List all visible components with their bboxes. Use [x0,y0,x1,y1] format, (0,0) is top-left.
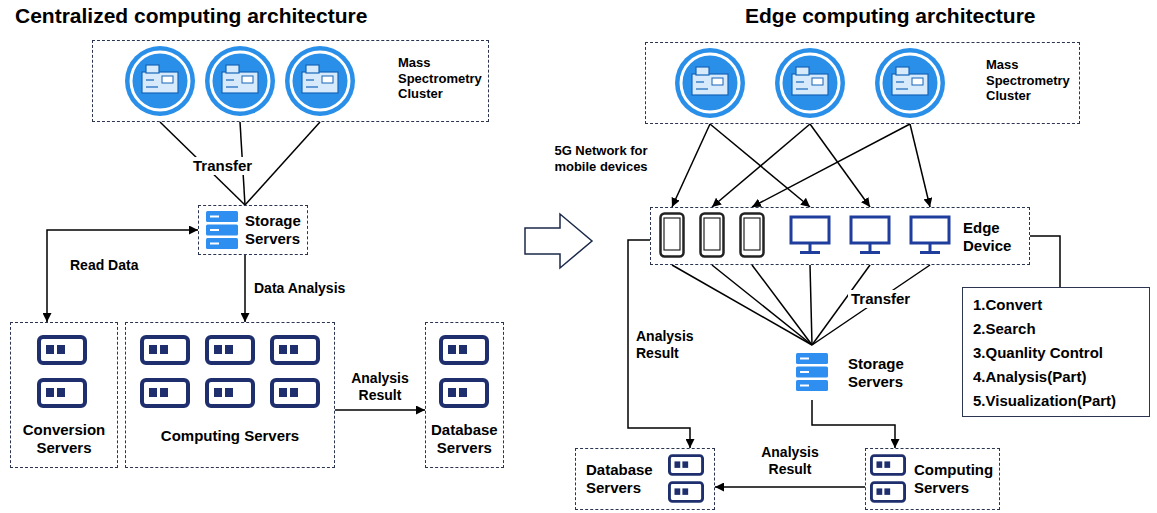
edge-label: Data Analysis [254,280,345,297]
connector-line [812,265,930,345]
storage-box: Storage Servers [198,205,308,255]
connector [672,265,930,345]
node-label: 2.Search [973,320,1036,338]
server-icon [142,337,188,363]
server-group: Database Servers [575,448,715,510]
connector-line [810,124,870,207]
connector [672,124,930,207]
node-label: Storage Servers [848,355,904,391]
node-label: Computing Servers [161,427,299,445]
edge-label: Transfer [848,290,913,308]
mass-spectrometer-icon [205,46,275,116]
server-icon [669,483,702,502]
cluster-box: Mass Spectrometry Cluster [92,40,489,122]
phone-icon [741,214,764,257]
server-icon [207,337,253,363]
connector-line [1030,236,1060,287]
callout-box: 1.Convert 2.Search 3.Quanlity Control 4.Ana… [962,287,1150,417]
cluster-box: Mass Spectrometry Cluster [645,42,1080,124]
server-icon [871,483,904,502]
node-label: 4.Analysis(Part) [973,368,1086,386]
server-icon [441,337,487,363]
server-icon [669,456,702,475]
node-label: Mass Spectrometry Cluster [986,57,1070,104]
connector-line [910,124,930,207]
node-label: Computing Servers [914,461,993,497]
server-icon [272,337,318,363]
monitor-icon [851,217,889,253]
mass-spectrometer-icon [775,48,845,118]
connector [245,255,246,322]
server-group: Computing Servers [865,448,1000,510]
server-icon [142,380,188,406]
connector [335,410,425,411]
connector [160,122,320,205]
edge-device-box: Edge Device [650,207,1030,265]
storage-icon [796,353,828,391]
mass-spectrometer-icon [125,46,195,116]
server-group: Database Servers [425,322,504,468]
connector-line [810,265,812,345]
connector [1030,236,1060,287]
connector-line [752,265,812,345]
mass-spectrometer-icon [875,48,945,118]
edge-label: Analysis Result [636,328,694,362]
node-label: 5.Visualization(Part) [973,392,1116,410]
server-icon [441,380,487,406]
connector-line [244,255,246,322]
edge-label: Analysis Result [351,370,409,404]
edge-label: Analysis Result [761,444,819,478]
server-group: Computing Servers [125,322,335,468]
connector-line [752,124,910,207]
monitor-icon [911,217,949,253]
server-icon [871,456,904,475]
node-label: Conversion Servers [23,421,106,457]
connector-line [710,124,810,207]
server-icon [39,337,85,363]
connector [47,230,198,322]
node-label: Mass Spectrometry Cluster [398,55,482,102]
connector [812,400,895,448]
edge-label: Read Data [70,257,138,274]
connector-line [712,124,810,207]
monitor-icon [791,217,829,253]
connector-line [712,265,812,345]
node-label: Database Servers [431,421,498,457]
connector-line [335,409,425,411]
storage-box: Storage Servers [790,345,935,400]
mass-spectrometer-icon [675,48,745,118]
phone-icon [661,214,684,257]
mass-spectrometer-icon [285,46,355,116]
server-group: Conversion Servers [10,322,118,468]
node-label: Storage Servers [245,212,301,248]
edge-label: Transfer [190,157,255,175]
edge-label: 5G Network for mobile devices [553,143,649,174]
node-label: 3.Quanlity Control [973,344,1103,362]
connector-line [812,400,895,448]
connector-line [245,122,320,205]
server-icon [272,380,318,406]
node-label: 1.Convert [973,296,1042,314]
connector-line [672,124,710,207]
node-label: Edge Device [963,219,1011,255]
connector-line [715,486,865,488]
storage-icon [206,211,238,249]
server-icon [39,380,85,406]
connector [715,487,865,488]
node-label: Database Servers [586,461,653,497]
hollow-arrow [525,214,592,268]
section-title: Centralized computing architecture [15,4,367,28]
server-icon [207,380,253,406]
section-title: Edge computing architecture [745,4,1036,28]
phone-icon [701,214,724,257]
connector-line [47,230,198,322]
